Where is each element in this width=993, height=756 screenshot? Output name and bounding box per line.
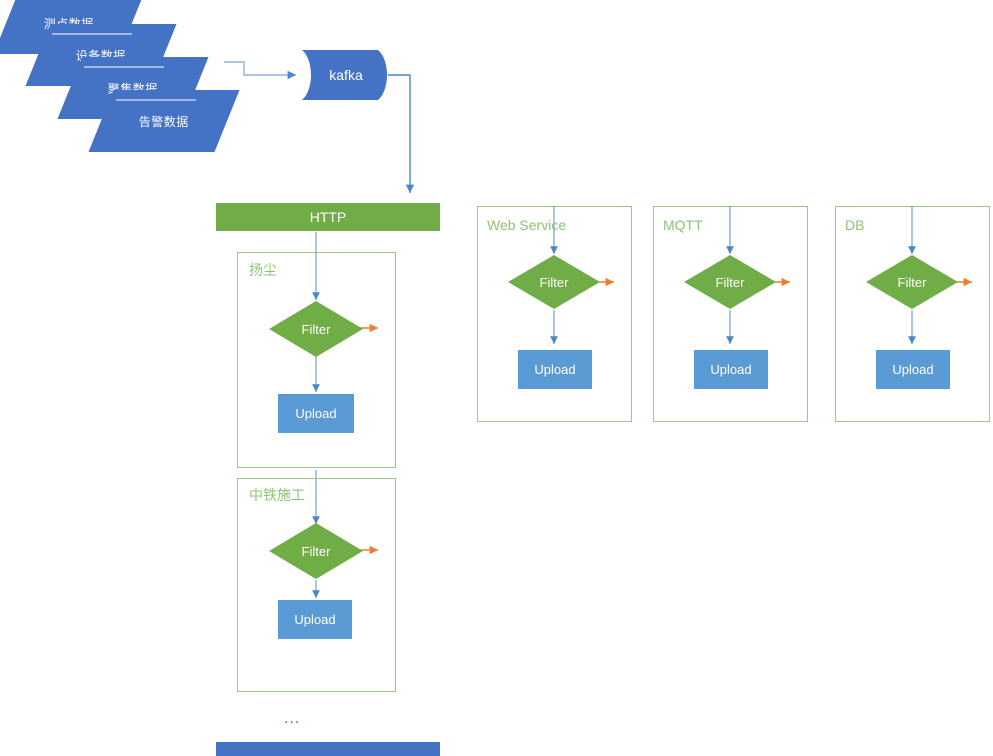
upload-label-http-2: Upload bbox=[294, 612, 336, 627]
group-title-http-1: 扬尘 bbox=[249, 262, 277, 278]
group-title-http-2: 中铁施工 bbox=[249, 487, 305, 503]
upload-node-mqtt[interactable]: Upload bbox=[694, 350, 768, 389]
upload-label-web-service: Upload bbox=[534, 362, 576, 377]
diamond-shape-icon bbox=[508, 255, 600, 309]
arrow-kafka-to-http bbox=[388, 74, 415, 193]
channel-label-http: HTTP bbox=[309, 209, 347, 225]
upload-label-db: Upload bbox=[892, 362, 934, 377]
more-groups-indicator: ... bbox=[284, 710, 301, 727]
upload-label-http-1: Upload bbox=[295, 406, 337, 421]
upload-node-http-1[interactable]: Upload bbox=[278, 394, 354, 433]
filter-node-db[interactable]: Filter bbox=[865, 254, 959, 310]
diamond-shape-icon bbox=[684, 255, 776, 309]
upload-node-http-2[interactable]: Upload bbox=[278, 600, 352, 639]
diamond-shape-icon bbox=[269, 523, 363, 579]
channel-header-http[interactable]: HTTP bbox=[216, 203, 440, 231]
upload-node-web-service[interactable]: Upload bbox=[518, 350, 592, 389]
kafka-shape-icon bbox=[302, 50, 387, 100]
channel-label-mqtt: MQTT bbox=[663, 217, 703, 233]
channel-label-web-service: Web Service bbox=[487, 217, 567, 233]
diamond-shape-icon bbox=[866, 255, 958, 309]
upload-node-db[interactable]: Upload bbox=[876, 350, 950, 389]
arrow-sources-to-kafka bbox=[224, 61, 296, 80]
diamond-shape-icon bbox=[269, 301, 363, 357]
upload-label-mqtt: Upload bbox=[710, 362, 752, 377]
bottom-bar[interactable] bbox=[216, 742, 440, 756]
channel-label-db: DB bbox=[845, 217, 865, 233]
